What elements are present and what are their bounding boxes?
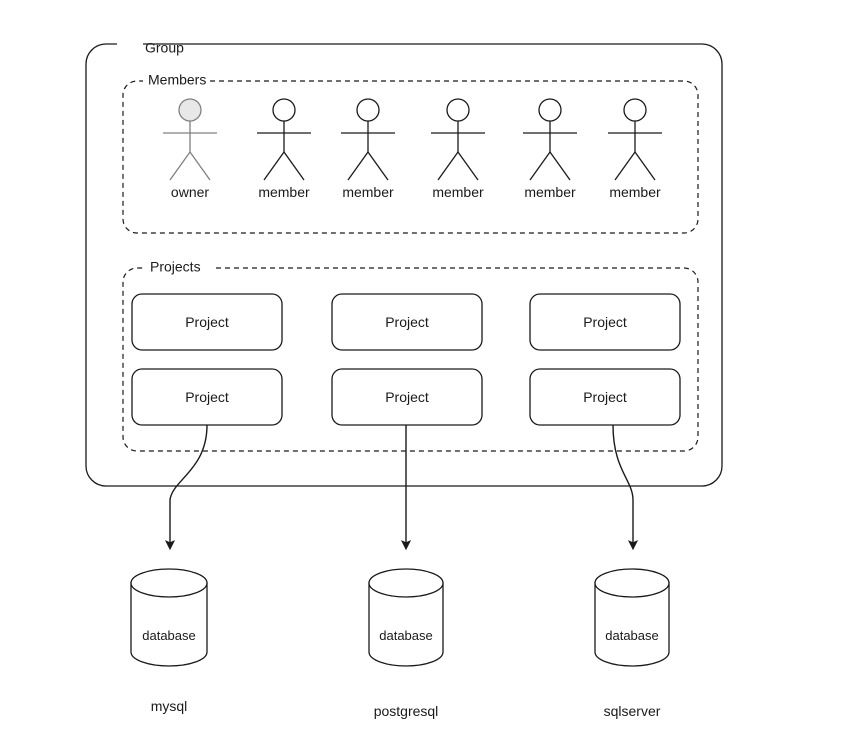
database-cylinder-body: [594, 582, 670, 667]
member-right-leg-line: [367, 151, 389, 181]
member-right-leg-line: [457, 151, 479, 181]
connector-arrows: [164, 424, 639, 551]
actor-label-member-3: member: [432, 184, 484, 200]
projects-section: Projects Project Project Project Project: [122, 259, 699, 452]
database-cylinder-body: [368, 582, 444, 667]
database-mysql[interactable]: database mysql: [130, 568, 208, 714]
project-label-2: Project: [385, 314, 429, 330]
project-box-rect: [529, 368, 681, 426]
actor-member-3[interactable]: member: [431, 98, 485, 200]
actor-owner[interactable]: owner: [163, 98, 217, 200]
owner-right-leg-line: [189, 151, 211, 181]
database-inner-label-sqlserver: database: [605, 628, 659, 643]
project-box-4[interactable]: Project: [131, 368, 283, 426]
members-section: Members owner member: [122, 72, 699, 234]
project-box-5[interactable]: Project: [331, 368, 483, 426]
member-head-icon: [446, 98, 470, 122]
actor-label-member-1: member: [258, 184, 310, 200]
member-left-leg-line: [263, 151, 285, 181]
project-label-5: Project: [385, 389, 429, 405]
project-box-rect: [331, 293, 483, 351]
projects-section-label: Projects: [150, 259, 201, 275]
database-inner-label-mysql: database: [142, 628, 196, 643]
database-postgresql[interactable]: database postgresql: [368, 568, 444, 719]
database-cylinder-top: [130, 568, 208, 598]
member-head-icon: [356, 98, 380, 122]
project-box-3[interactable]: Project: [529, 293, 681, 351]
actor-label-owner: owner: [171, 184, 209, 200]
project-box-rect: [529, 293, 681, 351]
actor-label-member-5: member: [609, 184, 661, 200]
members-section-label: Members: [148, 72, 206, 88]
database-inner-label-postgresql: database: [379, 628, 433, 643]
member-right-leg-line: [549, 151, 571, 181]
actor-member-1[interactable]: member: [257, 98, 311, 200]
project-box-1[interactable]: Project: [131, 293, 283, 351]
database-caption-sqlserver: sqlserver: [604, 703, 661, 719]
database-sqlserver[interactable]: database sqlserver: [594, 568, 670, 719]
connector-arrow-mysql: [164, 424, 208, 551]
project-box-2[interactable]: Project: [331, 293, 483, 351]
project-label-4: Project: [185, 389, 229, 405]
member-left-leg-line: [529, 151, 551, 181]
owner-head-icon: [178, 98, 202, 122]
member-right-leg-line: [634, 151, 656, 181]
group-label: Group: [145, 40, 184, 56]
member-left-leg-line: [614, 151, 636, 181]
project-box-6[interactable]: Project: [529, 368, 681, 426]
database-caption-postgresql: postgresql: [374, 703, 439, 719]
project-box-rect: [331, 368, 483, 426]
member-head-icon: [623, 98, 647, 122]
project-box-rect: [131, 293, 283, 351]
connector-arrow-sqlserver: [612, 424, 639, 551]
project-label-1: Project: [185, 314, 229, 330]
actor-member-5[interactable]: member: [608, 98, 662, 200]
project-label-6: Project: [583, 389, 627, 405]
database-cylinder-top: [368, 568, 444, 598]
project-label-3: Project: [583, 314, 627, 330]
database-cylinder-top: [594, 568, 670, 598]
actor-member-2[interactable]: member: [341, 98, 395, 200]
database-caption-mysql: mysql: [151, 698, 188, 714]
member-left-leg-line: [437, 151, 459, 181]
actor-label-member-4: member: [524, 184, 576, 200]
database-cylinder-body: [130, 582, 208, 667]
member-left-leg-line: [347, 151, 369, 181]
actor-label-member-2: member: [342, 184, 394, 200]
member-right-leg-line: [283, 151, 305, 181]
member-head-icon: [272, 98, 296, 122]
actor-member-4[interactable]: member: [523, 98, 577, 200]
member-head-icon: [538, 98, 562, 122]
group-container: Group: [85, 40, 723, 487]
owner-left-leg-line: [169, 151, 191, 181]
